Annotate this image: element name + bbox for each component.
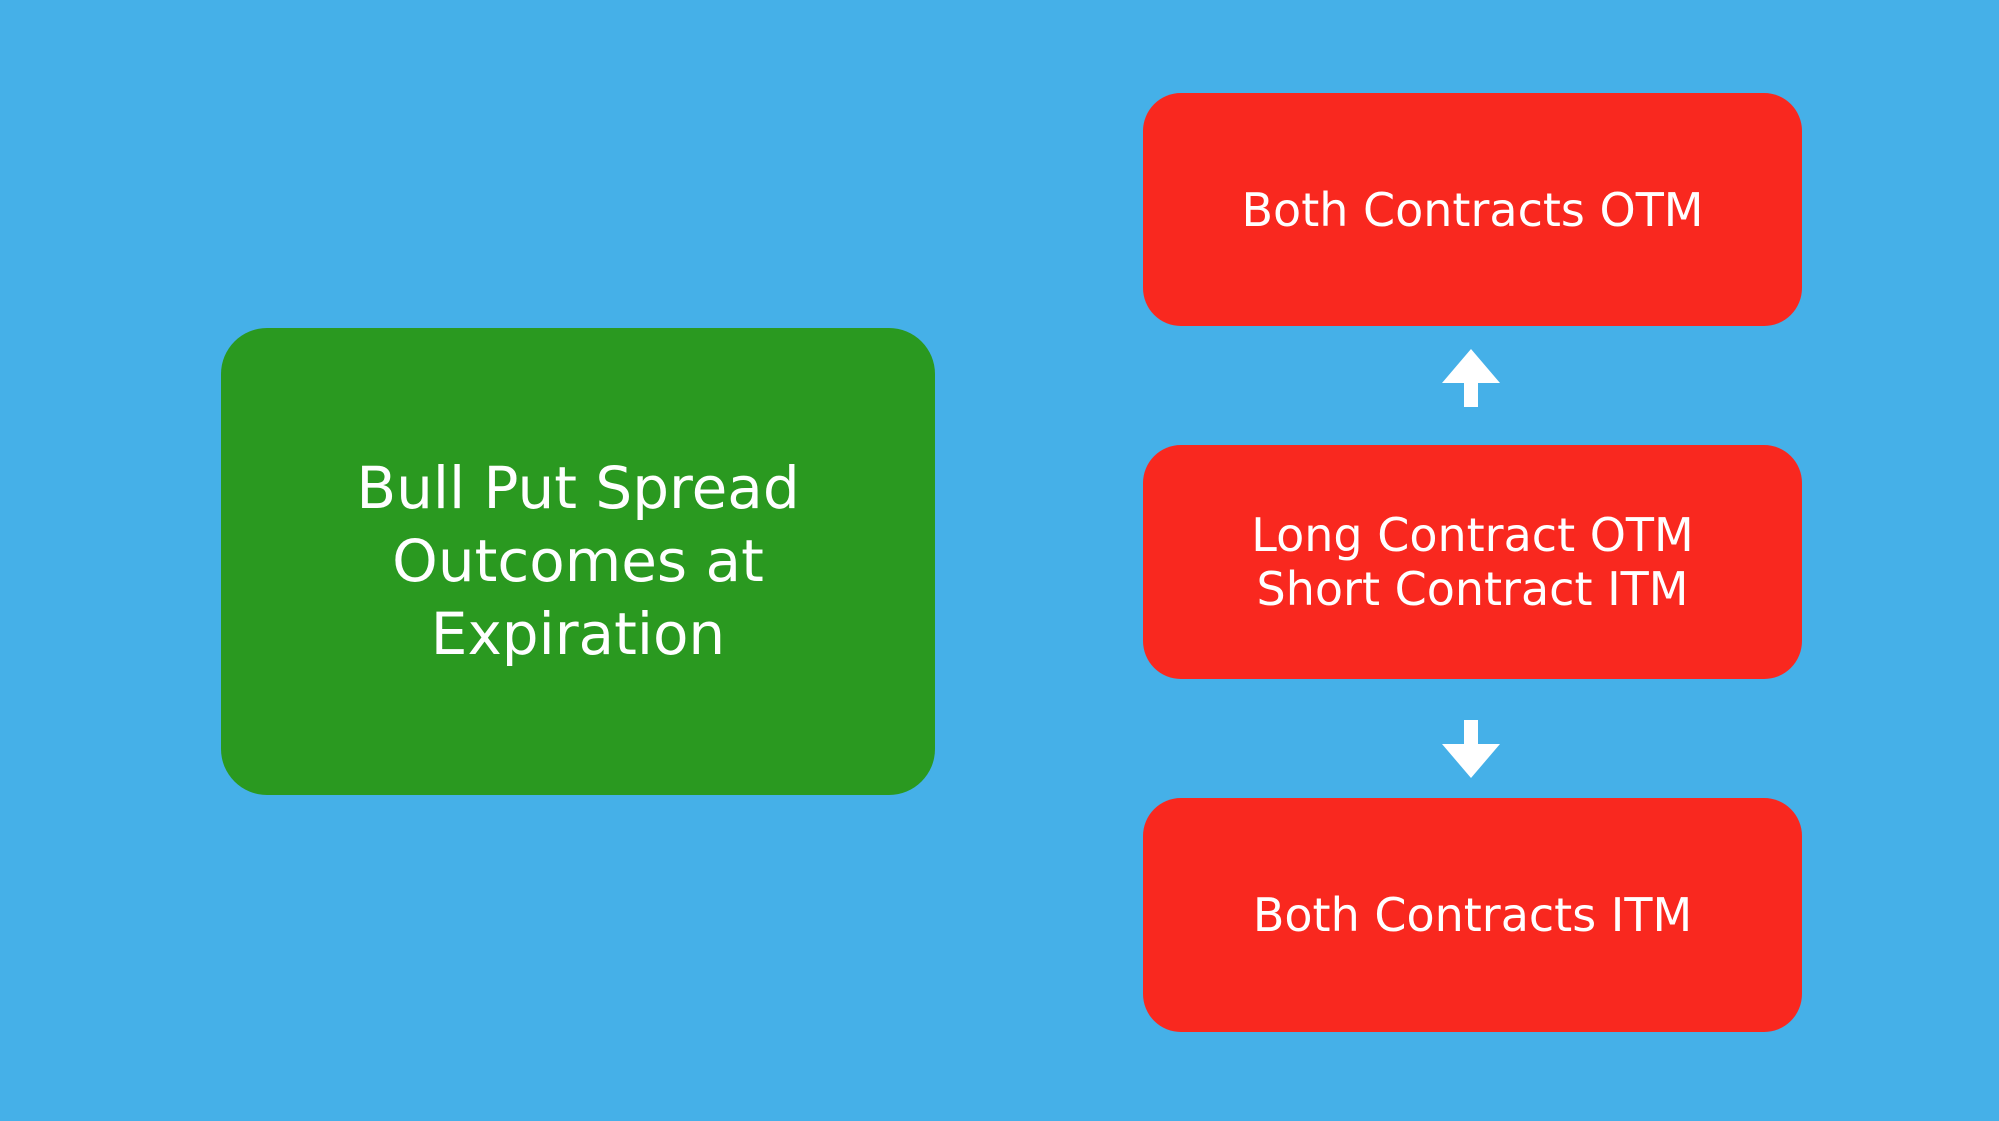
- title-line: Outcomes at: [392, 527, 764, 595]
- outcome-box-label: Both Contracts ITM: [1252, 888, 1693, 942]
- outcome-box-label: Both Contracts OTM: [1241, 182, 1704, 237]
- outcome-box-label: Short Contract ITM: [1256, 562, 1689, 616]
- outcome-box-label: Long Contract OTM: [1251, 508, 1694, 562]
- title-box: Bull Put Spread Outcomes at Expiration: [221, 328, 935, 795]
- outcome-box-long-otm-short-itm: Long Contract OTM Short Contract ITM: [1143, 445, 1802, 679]
- outcome-box-both-contracts-otm: Both Contracts OTM: [1143, 93, 1802, 326]
- title-line: Expiration: [430, 600, 726, 668]
- outcome-box-both-contracts-itm: Both Contracts ITM: [1143, 798, 1802, 1032]
- title-line: Bull Put Spread: [356, 454, 800, 522]
- down-arrow-icon: [1441, 720, 1501, 778]
- up-arrow-icon: [1441, 349, 1501, 407]
